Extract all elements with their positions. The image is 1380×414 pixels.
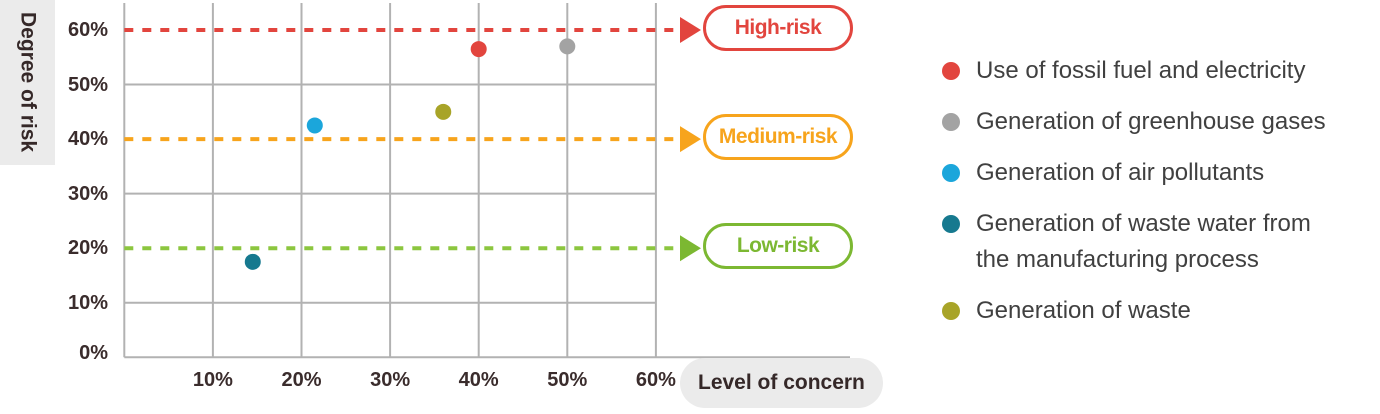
legend-item: Generation of air pollutants (942, 155, 1372, 191)
y-tick-label: 10% (67, 291, 108, 314)
x-tick-label: 10% (192, 369, 233, 391)
y-tick-label: 50% (67, 73, 108, 96)
legend-item-label: Generation of waste (976, 297, 1191, 324)
x-tick-label: 50% (547, 369, 588, 391)
legend-dot-icon (942, 215, 960, 233)
data-point-series-1 (559, 38, 576, 55)
low-risk-arrow-icon (680, 235, 701, 262)
data-point-series-4 (435, 103, 452, 120)
high-risk-arrow-icon (680, 17, 701, 43)
low-risk-badge: Low-risk (703, 223, 853, 270)
medium-risk-arrow-icon (680, 126, 701, 153)
legend-item: Generation of waste (942, 293, 1372, 329)
x-tick-label: 60% (635, 369, 676, 391)
medium-risk-badge: Medium-risk (703, 114, 853, 161)
y-tick-label: 60% (67, 19, 108, 41)
y-tick-label: 0% (79, 342, 108, 365)
x-axis-title-label: Level of concern (698, 371, 865, 394)
y-tick-label: 20% (67, 237, 108, 260)
x-tick-label: 20% (281, 369, 322, 391)
legend-item: Generation of greenhouse gases (942, 104, 1372, 140)
medium-risk-badge-label: Medium-risk (718, 125, 838, 149)
x-tick-label: 30% (370, 369, 411, 391)
legend-item-label: Generation of air pollutants (976, 159, 1265, 186)
y-tick-label: 40% (67, 128, 108, 151)
legend-item-label: Use of fossil fuel and electricity (976, 57, 1306, 84)
data-point-series-2 (306, 117, 323, 134)
data-point-series-0 (470, 41, 487, 58)
legend-dot-icon (942, 113, 960, 131)
high-risk-badge-label: High-risk (734, 16, 822, 39)
legend-item-label: Generation of greenhouse gases (976, 108, 1326, 135)
scatter-plot-canvas (123, 3, 850, 359)
legend-dot-icon (942, 62, 960, 80)
x-axis-title: Level of concern (680, 358, 883, 408)
legend-item: Use of fossil fuel and electricity (942, 53, 1372, 89)
low-risk-badge-label: Low-risk (736, 234, 820, 258)
y-axis-title: Degree of risk (0, 0, 55, 165)
x-tick-label: 40% (458, 369, 499, 391)
data-point-series-3 (244, 253, 261, 270)
high-risk-badge: High-risk (703, 5, 853, 51)
legend-dot-icon (942, 164, 960, 182)
y-tick-label: 30% (67, 182, 108, 205)
legend-dot-icon (942, 302, 960, 320)
